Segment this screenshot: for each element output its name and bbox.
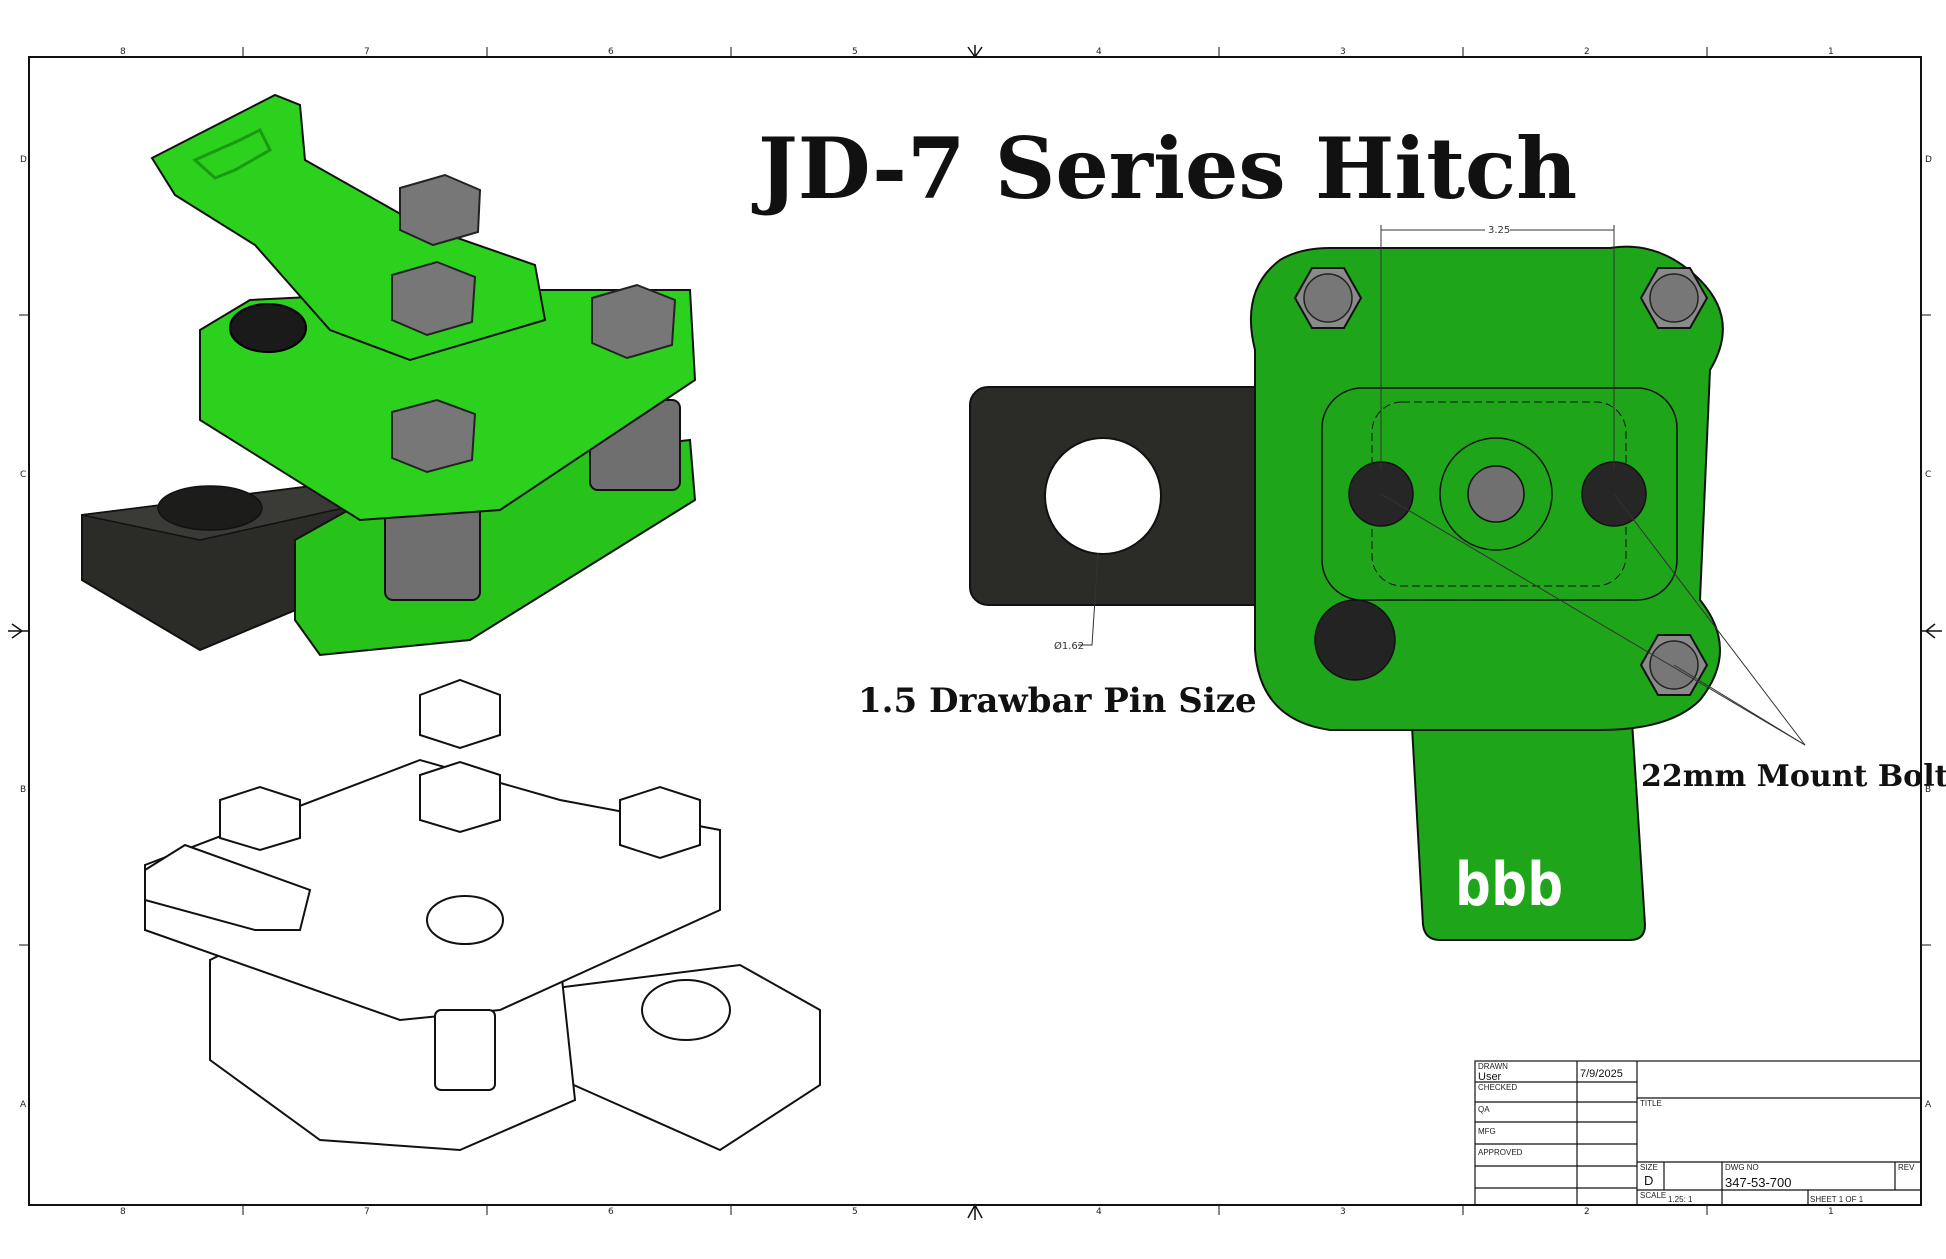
tb-scale-label: SCALE	[1640, 1191, 1666, 1200]
iso-pin	[229, 303, 307, 353]
iso-bolt-1	[399, 173, 482, 247]
iso-bolt-3	[591, 283, 677, 360]
outline-bolt-3	[619, 785, 701, 860]
tb-dwg-no-label: DWG NO	[1725, 1163, 1759, 1172]
zone-col-bottom-3: 3	[1340, 1207, 1346, 1217]
hole-diameter-label: Ø1.62	[1054, 640, 1084, 652]
top-center-bolt	[1467, 465, 1525, 523]
tb-sheet-label: SHEET 1 OF 1	[1810, 1195, 1864, 1204]
zone-col-bottom-8: 8	[120, 1207, 126, 1217]
zone-col-top-2: 2	[1584, 47, 1590, 57]
zone-row-right-C: C	[1925, 470, 1931, 480]
zone-row-left-B: B	[20, 785, 26, 795]
mount-bolt-leaders	[1380, 493, 1806, 746]
zone-col-top-7: 7	[364, 47, 370, 57]
mount-bolts-callout: 22mm Mount Bolts	[1641, 759, 1946, 794]
hole-leader	[1078, 552, 1099, 646]
outline-drawbar-hole	[641, 979, 731, 1041]
tb-size-label: SIZE	[1640, 1163, 1658, 1172]
zone-col-bottom-7: 7	[364, 1207, 370, 1217]
zone-col-top-5: 5	[852, 47, 858, 57]
zone-row-right-B: B	[1925, 785, 1931, 795]
zone-col-top-4: 4	[1096, 47, 1102, 57]
zone-col-bottom-4: 4	[1096, 1207, 1102, 1217]
outline-bolt-2	[419, 760, 501, 834]
tb-size-value: D	[1644, 1173, 1653, 1188]
tb-qa-label: QA	[1478, 1105, 1490, 1114]
outline-tongue	[144, 843, 312, 931]
iso-view-colored	[81, 93, 697, 657]
tb-title-label: TITLE	[1640, 1099, 1662, 1108]
iso-tongue	[150, 93, 547, 362]
zone-row-left-D: D	[20, 155, 27, 165]
zone-row-left-A: A	[20, 1100, 27, 1110]
zone-col-bottom-6: 6	[608, 1207, 614, 1217]
zone-row-left-C: C	[20, 470, 26, 480]
title-block: DRAWN User 7/9/2025 CHECKED QA MFG APPRO…	[1474, 1060, 1922, 1206]
zone-col-top-1: 1	[1828, 47, 1834, 57]
outline-bolt-4	[219, 785, 301, 852]
iso-tongue-logo	[192, 127, 272, 180]
top-tongue	[1408, 689, 1647, 941]
tb-dwg-no-value: 347-53-700	[1725, 1175, 1792, 1190]
zone-col-bottom-5: 5	[852, 1207, 858, 1217]
zone-col-bottom-1: 1	[1828, 1207, 1834, 1217]
iso-bolt-2	[391, 260, 477, 337]
tb-approved-label: APPROVED	[1478, 1148, 1523, 1157]
zone-col-bottom-2: 2	[1584, 1207, 1590, 1217]
top-tongue-logo: bbb	[1455, 850, 1563, 920]
drawing-title: JD-7 Series Hitch	[751, 119, 1577, 218]
top-view: bbb 3.25 Ø1.	[969, 225, 1806, 941]
zone-col-top-6: 6	[608, 47, 614, 57]
iso-drawbar-hole	[157, 485, 263, 531]
zone-col-top-8: 8	[120, 47, 126, 57]
tb-checked-label: CHECKED	[1478, 1083, 1517, 1092]
top-nut-1	[1293, 267, 1363, 329]
zone-col-top-3: 3	[1340, 47, 1346, 57]
tb-scale-value: 1.25: 1	[1668, 1195, 1693, 1204]
top-drawbar-hole	[1044, 437, 1162, 555]
sheet-border: 8 7 6 5 4 3 2 1 8 7 6 5 4 3 2 1 D C B A …	[8, 45, 1942, 1220]
iso-bolt-4	[391, 398, 477, 474]
zone-row-right-D: D	[1925, 155, 1932, 165]
outline-spacer	[434, 1009, 496, 1091]
dimension-width-label: 3.25	[1488, 225, 1510, 236]
drawbar-pin-callout: 1.5 Drawbar Pin Size	[858, 681, 1257, 721]
tb-drawn-date: 7/9/2025	[1580, 1068, 1623, 1080]
tb-mfg-label: MFG	[1478, 1127, 1496, 1136]
tb-rev-label: REV	[1898, 1163, 1915, 1172]
tb-drawn-by: User	[1478, 1071, 1502, 1083]
iso-view-outline	[144, 678, 821, 1152]
zone-row-right-A: A	[1925, 1100, 1932, 1110]
top-nut-2	[1639, 267, 1709, 329]
top-recess	[1321, 387, 1678, 601]
outline-pin	[426, 895, 504, 945]
dimension-width	[1380, 225, 1615, 470]
outline-bolt-1	[419, 678, 501, 750]
top-pin	[1314, 599, 1396, 681]
tb-drawn-label: DRAWN	[1478, 1062, 1508, 1071]
